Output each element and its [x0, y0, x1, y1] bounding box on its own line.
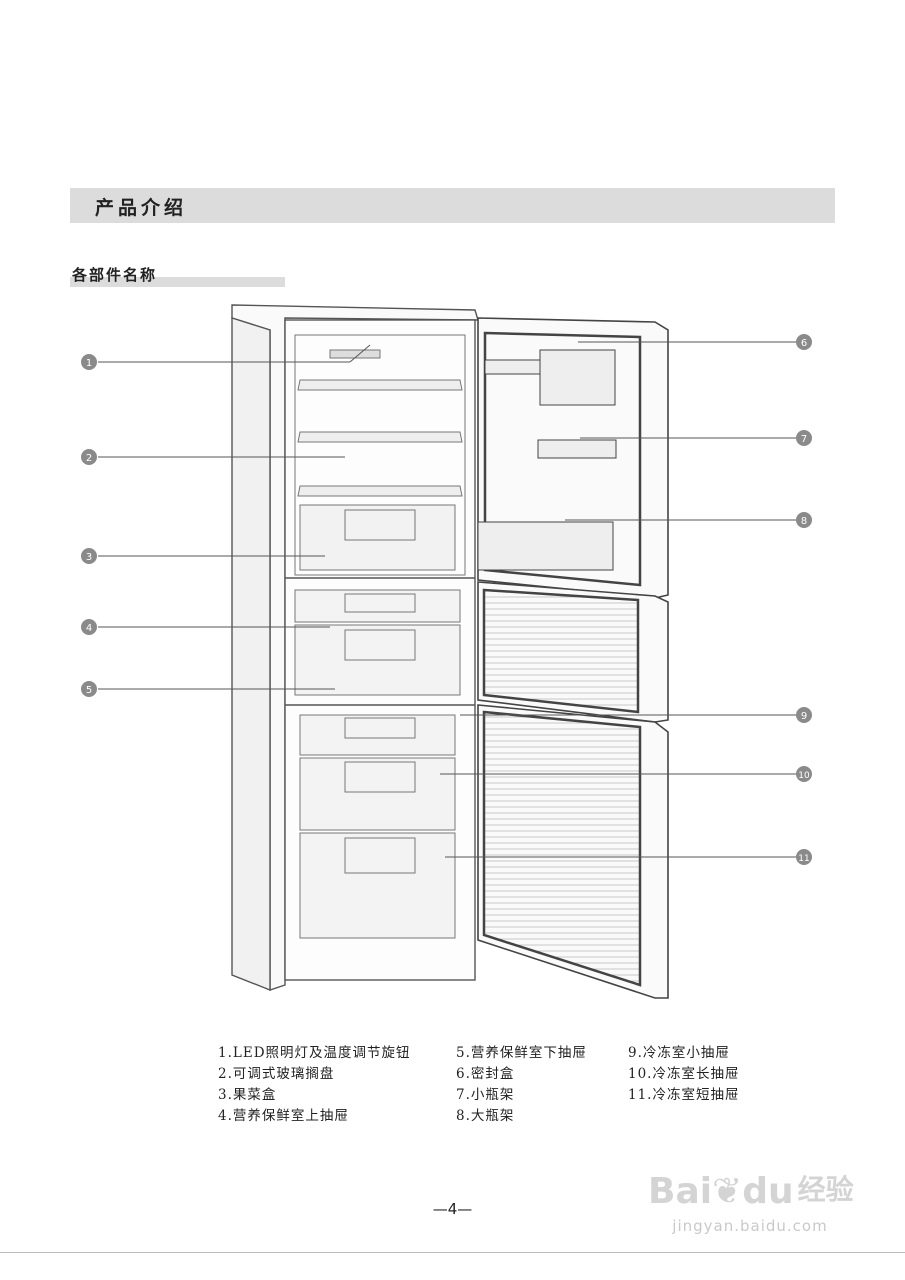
callout-label: 2 [86, 453, 92, 464]
legend-column-1: 1.LED照明灯及温度调节旋钮 2.可调式玻璃搁盘 3.果菜盒 4.营养保鲜室上… [218, 1043, 411, 1127]
watermark-url: jingyan.baidu.com [672, 1217, 828, 1235]
callout-lines [98, 341, 796, 858]
callout-marker-11: 11 [796, 849, 812, 865]
upper-door [477, 317, 669, 599]
callout-label: 5 [86, 685, 92, 696]
freezer-drawers [299, 714, 456, 939]
callout-marker-5: 5 [81, 681, 97, 697]
callout-marker-8: 8 [796, 512, 812, 528]
callout-marker-7: 7 [796, 430, 812, 446]
legend-item: 5.营养保鲜室下抽屉 [456, 1045, 587, 1061]
callout-label: 11 [798, 854, 809, 864]
subsection-title: 各部件名称 [72, 266, 158, 284]
watermark-brand-a: Bai [648, 1171, 713, 1212]
fresh-drawers [294, 589, 461, 696]
callout-label: 1 [86, 358, 92, 369]
callout-label: 10 [798, 771, 810, 781]
callout-label: 7 [801, 434, 807, 445]
callout-marker-4: 4 [81, 619, 97, 635]
page-number: —4— [432, 1200, 473, 1218]
legend-item: 1.LED照明灯及温度调节旋钮 [218, 1045, 411, 1061]
callout-label: 6 [801, 338, 807, 349]
legend-item: 6.密封盒 [456, 1066, 515, 1082]
callout-label: 9 [801, 711, 807, 722]
legend-column-2: 5.营养保鲜室下抽屉 6.密封盒 7.小瓶架 8.大瓶架 [456, 1043, 587, 1127]
lower-door [477, 704, 669, 999]
paw-icon: ❦ [712, 1171, 743, 1212]
callout-label: 3 [86, 552, 92, 563]
legend-item: 8.大瓶架 [456, 1108, 515, 1124]
watermark-brand-b: du [742, 1171, 794, 1212]
refrigerator-diagram: 1 2 3 4 5 6 7 8 9 10 11 [81, 304, 812, 999]
page-title: 产品介绍 [95, 197, 188, 219]
footer-divider [0, 1252, 905, 1253]
legend-item: 3.果菜盒 [218, 1087, 277, 1103]
callout-label: 4 [86, 623, 92, 634]
callout-marker-10: 10 [796, 766, 812, 782]
section-header-bar [70, 188, 835, 223]
legend-item: 11.冷冻室短抽屉 [628, 1087, 740, 1103]
legend-item: 10.冷冻室长抽屉 [628, 1066, 740, 1082]
watermark-brand-c: 经验 [797, 1173, 854, 1206]
callout-marker-1: 1 [81, 354, 97, 370]
subsection-underline [70, 277, 285, 287]
legend-item: 2.可调式玻璃搁盘 [218, 1066, 335, 1082]
callout-label: 8 [801, 516, 807, 527]
callout-marker-2: 2 [81, 449, 97, 465]
middle-door [477, 581, 669, 723]
legend-item: 7.小瓶架 [456, 1087, 515, 1103]
fridge-compartment [294, 334, 466, 576]
legend-item: 4.营养保鲜室上抽屉 [218, 1108, 349, 1124]
legend-column-3: 9.冷冻室小抽屉 10.冷冻室长抽屉 11.冷冻室短抽屉 [628, 1043, 739, 1106]
legend-item: 9.冷冻室小抽屉 [628, 1045, 730, 1061]
callout-marker-3: 3 [81, 548, 97, 564]
callout-marker-9: 9 [796, 707, 812, 723]
callout-marker-6: 6 [796, 334, 812, 350]
